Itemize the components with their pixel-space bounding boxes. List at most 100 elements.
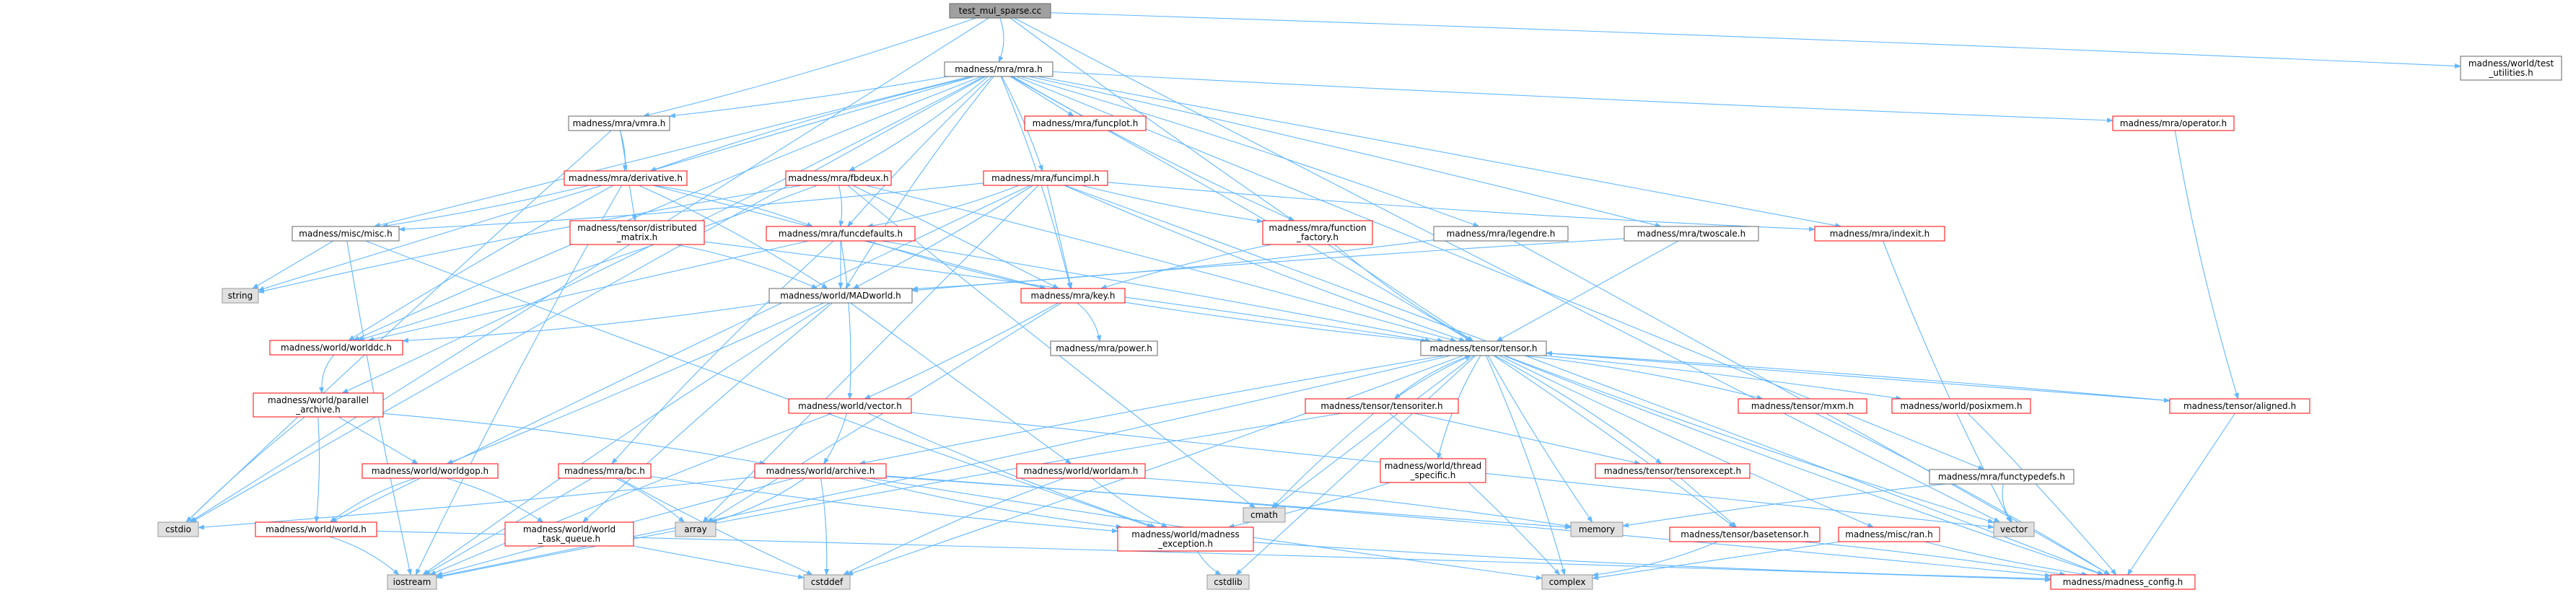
node-box-cmath	[1243, 507, 1286, 523]
node-box-vector	[1993, 521, 2035, 537]
node-worldam[interactable]: madness/world/worldam.h	[1016, 463, 1146, 479]
edge-funcdef-to-key	[867, 240, 1047, 290]
edge-funcimpl-to-funcfact	[1081, 185, 1263, 224]
node-label-operator: madness/mra/operator.h	[2120, 118, 2227, 128]
node-madexc[interactable]: madness/world/madness_exception.h	[1117, 527, 1254, 552]
node-box-vector_h	[788, 398, 912, 414]
node-distmat[interactable]: madness/tensor/distributed_matrix.h	[569, 220, 705, 245]
node-box-memory	[1570, 521, 1624, 537]
edge-mra-to-vmra	[669, 76, 948, 118]
node-legendre[interactable]: madness/mra/legendre.h	[1433, 226, 1569, 242]
node-cmath[interactable]: cmath	[1243, 507, 1286, 523]
node-iostream[interactable]: iostream	[387, 574, 437, 590]
node-power[interactable]: madness/mra/power.h	[1050, 340, 1158, 356]
node-aligned[interactable]: madness/tensor/aligned.h	[2169, 398, 2310, 414]
node-tensor[interactable]: madness/tensor/tensor.h	[1420, 340, 1547, 356]
node-array[interactable]: array	[675, 521, 717, 537]
node-label-cmath: cmath	[1250, 510, 1278, 520]
node-label-worldgop: madness/world/worldgop.h	[372, 466, 489, 476]
node-label-power: madness/mra/power.h	[1056, 343, 1152, 353]
node-posixmem[interactable]: madness/world/posixmem.h	[1891, 398, 2031, 414]
node-parch[interactable]: madness/world/parallel_archive.h	[253, 392, 384, 418]
node-misc[interactable]: madness/misc/misc.h	[292, 226, 400, 242]
node-box-tensorexc	[1595, 463, 1751, 479]
node-bc[interactable]: madness/mra/bc.h	[558, 463, 652, 479]
node-threadspec[interactable]: madness/world/thread_specific.h	[1380, 458, 1486, 483]
node-box-power	[1050, 340, 1158, 356]
edge-fbdeux-to-funcdef	[838, 185, 844, 227]
node-label-wtu: madness/world/test	[2468, 58, 2554, 69]
node-cstdlib[interactable]: cstdlib	[1206, 574, 1250, 590]
node-mra[interactable]: madness/mra/mra.h	[944, 61, 1053, 77]
edge-tensor-to-memory	[1487, 355, 1593, 523]
node-box-indexit	[1814, 226, 1945, 242]
node-funcdef[interactable]: madness/mra/funcdefaults.h	[766, 226, 916, 242]
node-funcplot[interactable]: madness/mra/funcplot.h	[1024, 115, 1147, 131]
node-fbdeux[interactable]: madness/mra/fbdeux.h	[785, 170, 892, 186]
node-complex[interactable]: complex	[1541, 574, 1593, 590]
node-wtu[interactable]: madness/world/test_utilities.h	[2460, 56, 2562, 81]
node-box-posixmem	[1891, 398, 2031, 414]
node-box-tensor	[1420, 340, 1547, 356]
node-label-threadspec: madness/world/thread	[1385, 461, 1482, 471]
edge-worldam-to-memory	[1144, 477, 1572, 529]
node-tensorexc[interactable]: madness/tensor/tensorexcept.h	[1595, 463, 1751, 479]
node-functypedefs[interactable]: madness/mra/functypedefs.h	[1929, 469, 2075, 485]
edge-madworld-to-worlddc	[402, 302, 771, 343]
node-archive[interactable]: madness/world/archive.h	[754, 463, 887, 479]
node-tensoriter[interactable]: madness/tensor/tensoriter.h	[1305, 398, 1459, 414]
node-label-cstdlib: cstdlib	[1214, 577, 1242, 587]
node-mxm[interactable]: madness/tensor/mxm.h	[1738, 398, 1867, 414]
node-cstddef[interactable]: cstddef	[803, 574, 851, 590]
edge-tensor-to-basetensor	[1493, 355, 1735, 528]
node-string[interactable]: string	[222, 288, 259, 304]
node-funcfact[interactable]: madness/mra/function_factory.h	[1262, 220, 1373, 245]
node-cstdio[interactable]: cstdio	[157, 521, 199, 537]
node-deriv[interactable]: madness/mra/derivative.h	[564, 170, 688, 186]
edge-funcimpl-to-indexit	[1107, 182, 1815, 232]
node-box-wtq	[504, 521, 634, 547]
node-basetensor[interactable]: madness/tensor/basetensor.h	[1669, 527, 1821, 542]
edge-tensoriter-to-iostream	[436, 413, 1342, 579]
edge-posixmem-to-config	[1967, 413, 2117, 576]
edge-twoscale-to-tensor	[1496, 240, 1679, 342]
edge-vector_h-to-archive	[823, 413, 847, 464]
node-memory[interactable]: memory	[1570, 521, 1624, 537]
edge-funcimpl-to-array	[702, 185, 1039, 523]
edge-functypedefs-to-memory	[1622, 483, 1947, 528]
node-key[interactable]: madness/mra/key.h	[1020, 288, 1126, 304]
node-vector_h[interactable]: madness/world/vector.h	[788, 398, 912, 414]
node-world_h[interactable]: madness/world/world.h	[255, 521, 377, 537]
node-wtq[interactable]: madness/world/world_task_queue.h	[504, 521, 634, 547]
node-ran[interactable]: madness/misc/ran.h	[1838, 527, 1940, 542]
node-operator[interactable]: madness/mra/operator.h	[2112, 115, 2235, 131]
node-funcimpl[interactable]: madness/mra/funcimpl.h	[983, 170, 1108, 186]
node-box-tensoriter	[1305, 398, 1459, 414]
node-box-ran	[1838, 527, 1940, 542]
edge-mxm-to-config	[1815, 413, 2111, 576]
node-box-archive	[754, 463, 887, 479]
node-label-world_h: madness/world/world.h	[266, 524, 367, 534]
node-twoscale[interactable]: madness/mra/twoscale.h	[1624, 226, 1759, 242]
node-label-parch: _archive.h	[295, 405, 340, 415]
node-vmra[interactable]: madness/mra/vmra.h	[568, 115, 670, 131]
node-worlddc[interactable]: madness/world/worlddc.h	[269, 340, 403, 356]
node-root[interactable]: test_mul_sparse.cc	[949, 3, 1051, 19]
node-box-worldam	[1016, 463, 1146, 479]
node-label-cstdio: cstdio	[165, 524, 191, 534]
edge-archive-to-cstdio	[198, 476, 755, 530]
node-box-key	[1020, 288, 1126, 304]
edge-mra-to-funcplot	[1009, 76, 1074, 117]
edge-worldam-to-cstddef	[843, 477, 1065, 576]
node-madworld[interactable]: madness/world/MADworld.h	[768, 288, 913, 304]
edge-madworld-to-iostream	[422, 302, 831, 576]
node-indexit[interactable]: madness/mra/indexit.h	[1814, 226, 1945, 242]
node-worldgop[interactable]: madness/world/worldgop.h	[362, 463, 499, 479]
edge-funcimpl-to-funcdef	[866, 185, 1020, 229]
edge-archive-to-memory	[885, 475, 1572, 530]
node-vector[interactable]: vector	[1993, 521, 2035, 537]
edge-key-to-vector_h	[864, 302, 1059, 400]
edge-aligned-to-tensor	[1546, 351, 2170, 402]
node-config[interactable]: madness/madness_config.h	[2050, 574, 2196, 590]
